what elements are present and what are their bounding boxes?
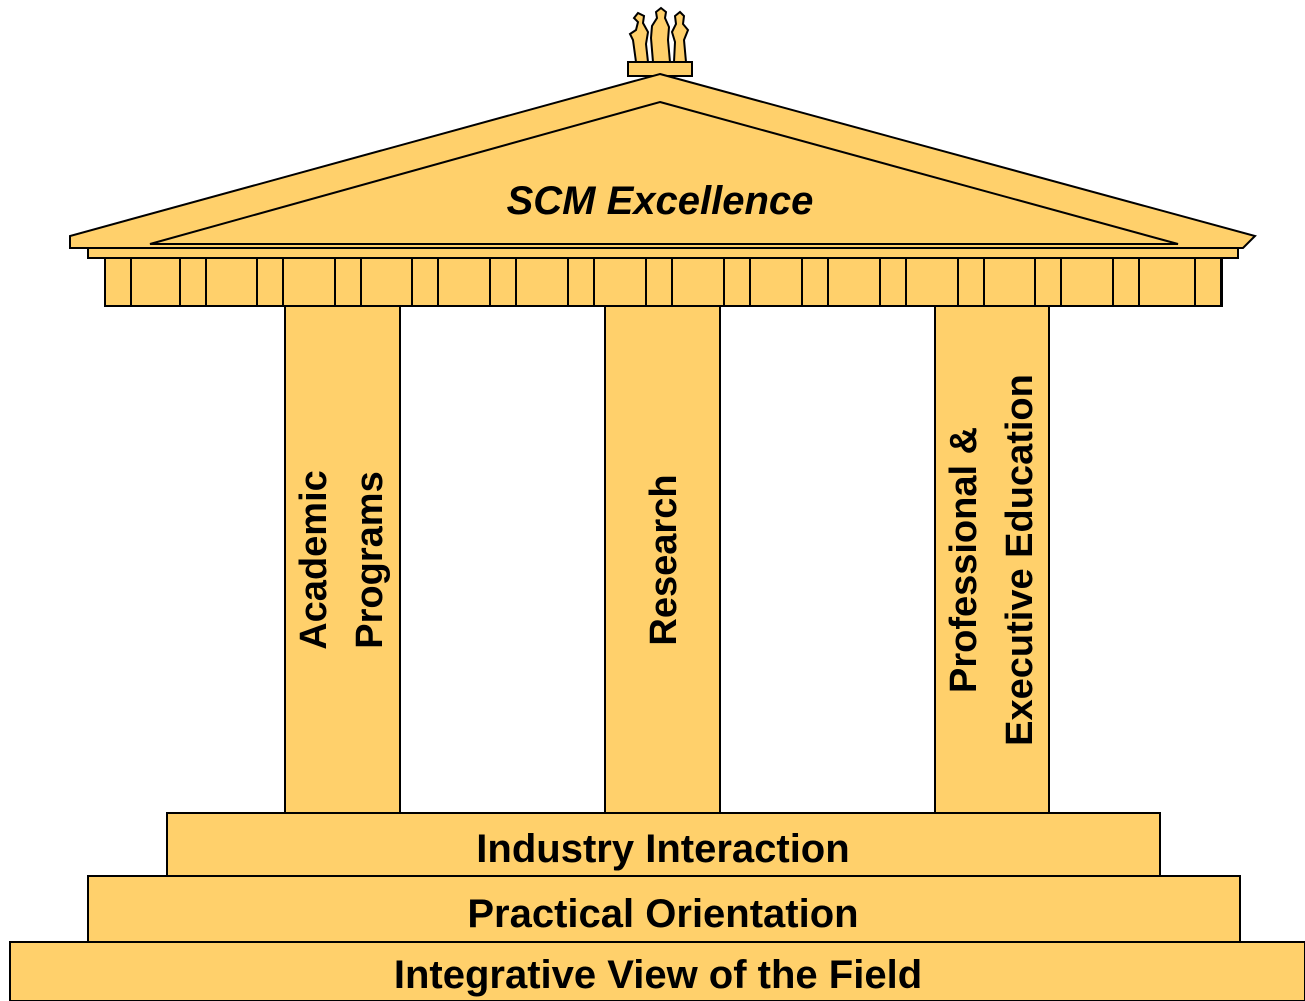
roof-title: SCM Excellence bbox=[507, 179, 814, 223]
frieze-dentil bbox=[1034, 257, 1062, 307]
statues-icon bbox=[627, 6, 693, 77]
pillar-label-research: Research bbox=[643, 474, 685, 645]
pillar-label-academic-line2: Programs bbox=[349, 471, 391, 648]
pillar-label-academic: Academic Programs bbox=[293, 470, 391, 650]
frieze-dentil bbox=[645, 257, 673, 307]
frieze-dentil bbox=[256, 257, 284, 307]
frieze-dentil bbox=[957, 257, 985, 307]
pillar-label-professional-line1: Professional & bbox=[943, 427, 985, 693]
frieze-dentil bbox=[411, 257, 439, 307]
pillars bbox=[284, 305, 1050, 814]
step-bottom bbox=[9, 941, 1305, 1001]
frieze bbox=[87, 247, 1239, 307]
step-label-practical: Practical Orientation bbox=[467, 892, 858, 936]
step-label-integrative: Integrative View of the Field bbox=[394, 953, 922, 997]
frieze-dentil bbox=[567, 257, 595, 307]
frieze-dentil bbox=[179, 257, 207, 307]
pillar-label-research-line1: Research bbox=[643, 474, 685, 645]
pillar-label-professional: Professional & Executive Education bbox=[943, 374, 1041, 746]
step-top bbox=[166, 812, 1161, 877]
pillar-label-academic-line1: Academic bbox=[293, 470, 335, 650]
frieze-dentil bbox=[334, 257, 362, 307]
frieze-dentil bbox=[1112, 257, 1140, 307]
frieze-dentil bbox=[489, 257, 517, 307]
pillar-professional-education bbox=[934, 305, 1050, 814]
steps bbox=[9, 812, 1305, 1001]
frieze-dentil bbox=[1194, 257, 1222, 307]
frieze-dentil bbox=[104, 257, 132, 307]
frieze-dentil bbox=[801, 257, 829, 307]
frieze-dentil bbox=[723, 257, 751, 307]
step-label-industry: Industry Interaction bbox=[476, 827, 849, 871]
pillar-academic-programs bbox=[284, 305, 401, 814]
pillar-research bbox=[604, 305, 721, 814]
step-middle bbox=[87, 875, 1241, 943]
pillar-label-professional-line2: Executive Education bbox=[999, 374, 1041, 746]
frieze-dentil bbox=[879, 257, 907, 307]
